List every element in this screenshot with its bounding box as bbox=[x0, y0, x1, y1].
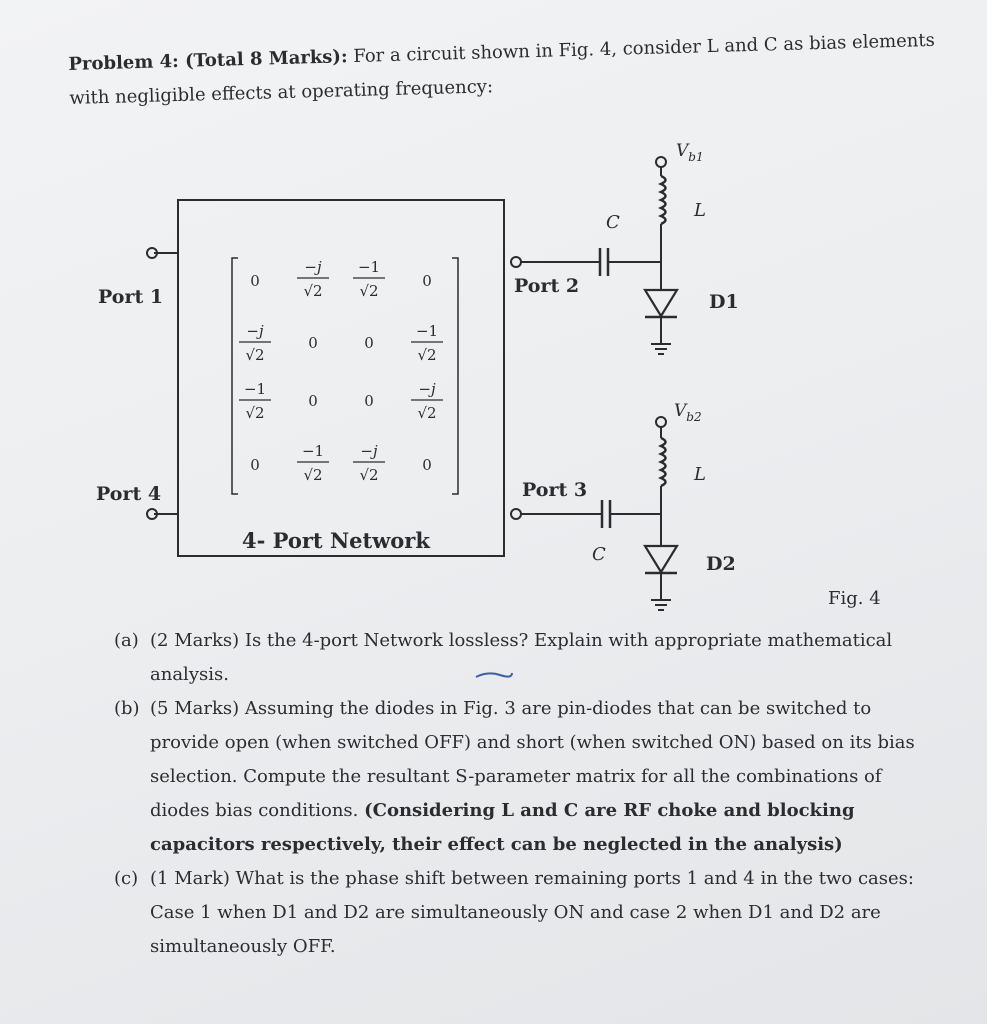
port1-label: Port 1 bbox=[98, 286, 163, 308]
matrix-cell-denominator: √2 bbox=[303, 282, 322, 300]
pen-squiggle-mark bbox=[475, 672, 513, 678]
matrix-cell-denominator: √2 bbox=[417, 346, 436, 364]
port4-label: Port 4 bbox=[96, 483, 161, 505]
matrix-cell: 0 bbox=[308, 334, 318, 352]
figure-caption: Fig. 4 bbox=[828, 588, 881, 609]
matrix-cell-denominator: √2 bbox=[245, 346, 264, 364]
vb1-terminal bbox=[655, 156, 667, 168]
matrix-left-bracket bbox=[231, 257, 238, 495]
matrix-cell-denominator: √2 bbox=[245, 404, 264, 422]
matrix-cell-denominator: √2 bbox=[303, 466, 322, 484]
matrix-cell-numerator: −j bbox=[360, 442, 378, 460]
question-b-text: (5 Marks) Assuming the diodes in Fig. 3 … bbox=[150, 698, 915, 821]
matrix-cell-numerator: −1 bbox=[358, 258, 380, 276]
port2-label: Port 2 bbox=[514, 275, 579, 297]
vb2-label: Vb2 bbox=[674, 401, 702, 424]
diode1-label: D1 bbox=[709, 291, 739, 313]
matrix-cell-numerator: −1 bbox=[302, 442, 324, 460]
matrix-row-2: −j √2 0 0 −1 √2 bbox=[239, 322, 443, 364]
inductor-top-label: L bbox=[693, 200, 706, 221]
capacitor-bottom-label: C bbox=[592, 544, 606, 565]
question-b-bold-note: (Considering L and C are RF choke and bl… bbox=[150, 800, 855, 855]
matrix-cell: 0 bbox=[422, 272, 432, 290]
diode2-triangle bbox=[643, 544, 679, 575]
port3-label: Port 3 bbox=[522, 479, 587, 501]
matrix-cell: 0 bbox=[422, 456, 432, 474]
capacitor-top-label: C bbox=[606, 212, 620, 233]
diode2-label: D2 bbox=[706, 553, 736, 575]
problem-title: Problem 4: (Total 8 Marks): bbox=[68, 46, 348, 75]
matrix-cell: 0 bbox=[250, 272, 260, 290]
vb1-label: Vb1 bbox=[676, 141, 704, 164]
matrix-cell-numerator: −j bbox=[246, 322, 264, 340]
matrix-cell-denominator: √2 bbox=[359, 466, 378, 484]
matrix-cell-denominator: √2 bbox=[359, 282, 378, 300]
question-c-text: (1 Mark) What is the phase shift between… bbox=[150, 868, 914, 957]
matrix-cell-numerator: −1 bbox=[416, 322, 438, 340]
vb2-terminal bbox=[655, 416, 667, 428]
inductor-bottom-coil bbox=[657, 436, 667, 488]
matrix-cell-denominator: √2 bbox=[417, 404, 436, 422]
inductor-bottom-label: L bbox=[693, 464, 706, 485]
inductor-top-coil bbox=[657, 174, 667, 226]
port1-terminal bbox=[146, 247, 158, 259]
question-c-tag: (c) bbox=[114, 868, 139, 889]
port2-terminal bbox=[510, 256, 522, 268]
question-a: (a) (2 Marks) Is the 4-port Network loss… bbox=[114, 624, 934, 692]
matrix-cell: 0 bbox=[308, 392, 318, 410]
network-label: 4- Port Network bbox=[242, 528, 430, 553]
question-a-text: (2 Marks) Is the 4-port Network lossless… bbox=[150, 630, 893, 685]
circuit-diagram: Port 1 Port 4 Port 2 C Vb1 L D1 Port 3 bbox=[96, 141, 881, 611]
port3-terminal bbox=[510, 508, 522, 520]
question-a-tag: (a) bbox=[114, 630, 139, 651]
matrix-cell: 0 bbox=[364, 392, 374, 410]
matrix-row-1: 0 −j √2 −1 √2 0 bbox=[250, 258, 432, 300]
matrix-row-4: 0 −1 √2 −j √2 0 bbox=[250, 442, 432, 484]
question-c: (c) (1 Mark) What is the phase shift bet… bbox=[114, 862, 934, 964]
matrix-cell-numerator: −j bbox=[418, 380, 436, 398]
port4-terminal bbox=[146, 508, 158, 520]
question-b-tag: (b) bbox=[114, 698, 140, 719]
question-b: (b) (5 Marks) Assuming the diodes in Fig… bbox=[114, 692, 934, 862]
matrix-cell-numerator: −j bbox=[304, 258, 322, 276]
matrix-cell-numerator: −1 bbox=[244, 380, 266, 398]
matrix-row-3: −1 √2 0 0 −j √2 bbox=[239, 380, 443, 422]
matrix-cell: 0 bbox=[364, 334, 374, 352]
circuit-figure: Port 1 Port 4 Port 2 C Vb1 L D1 Port 3 bbox=[90, 140, 890, 620]
matrix-cell: 0 bbox=[250, 456, 260, 474]
questions: (a) (2 Marks) Is the 4-port Network loss… bbox=[114, 624, 934, 964]
diode1-triangle bbox=[643, 288, 679, 319]
matrix-right-bracket bbox=[452, 257, 459, 495]
network-box bbox=[177, 199, 505, 557]
